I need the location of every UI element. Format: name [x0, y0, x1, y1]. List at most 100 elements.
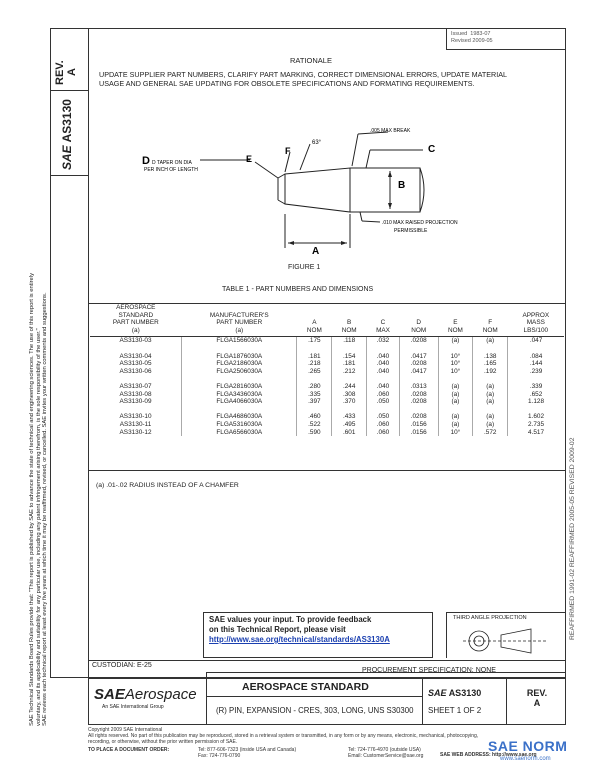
table-cell: FLGA2506030A [181, 367, 297, 376]
table-cell: .040 [366, 382, 400, 391]
table-cell: .239 [507, 367, 564, 376]
table-cell: 4.517 [507, 428, 564, 437]
feedback-link[interactable]: http://www.sae.org/technical/standards/A… [209, 635, 390, 644]
rationale-text: UPDATE SUPPLIER PART NUMBERS, CLARIFY PA… [99, 70, 507, 88]
table-cell: (a) [437, 398, 473, 406]
custodian: CUSTODIAN: E-25 [92, 662, 152, 669]
table-cell: .154 [331, 352, 367, 361]
table-cell [366, 405, 400, 414]
table-cell: .175 [296, 336, 332, 345]
svg-text:B: B [398, 180, 405, 191]
table-cell: FLGA1876030A [181, 352, 297, 361]
projection-box: THIRD ANGLE PROJECTION [446, 612, 566, 658]
table-cell [90, 406, 182, 414]
projection-symbol-icon [463, 628, 547, 654]
table-cell: (a) [472, 382, 508, 391]
table-cell: .040 [366, 352, 400, 361]
table-bottom-rule [88, 470, 566, 471]
table-cell: .308 [331, 390, 367, 399]
table-cell: .084 [507, 352, 564, 361]
figure-caption: FIGURE 1 [288, 264, 321, 271]
svg-text:.010 MAX RAISED PROJECTION: .010 MAX RAISED PROJECTION [382, 220, 458, 226]
table-cell: .218 [296, 360, 332, 368]
table-cell [472, 405, 508, 414]
table-cell: .0208 [398, 390, 439, 399]
table-cell: (a) [437, 413, 473, 421]
table-cell: .397 [296, 398, 332, 406]
table-header-cell: A NOM [296, 304, 332, 338]
table-cell [90, 375, 182, 383]
table-cell: .370 [331, 398, 367, 406]
title-rev: REV. A [526, 688, 548, 708]
table-cell: .280 [296, 382, 332, 391]
table-cell: (a) [437, 420, 473, 429]
table-row [90, 375, 564, 383]
table-cell [437, 405, 473, 414]
table-footnote: (a) .01-.02 RADIUS INSTEAD OF A CHAMFER [96, 482, 239, 489]
table-cell: .495 [331, 420, 367, 429]
table-cell [398, 344, 439, 353]
table-cell: .040 [366, 367, 400, 376]
table-cell: .0417 [398, 352, 439, 361]
table-cell: AS3130-07 [119, 382, 152, 390]
table-cell: FLGA5316030A [181, 420, 297, 429]
table-cell [398, 405, 439, 414]
table-cell [366, 344, 400, 353]
table-cell: .040 [366, 360, 400, 368]
table-cell: (a) [472, 336, 508, 345]
svg-text:F: F [285, 146, 291, 156]
table-cell: .118 [331, 336, 367, 345]
svg-text:PER INCH OF LENGTH: PER INCH OF LENGTH [144, 167, 198, 173]
table-header-cell: E NOM [438, 304, 473, 338]
table-cell: .050 [366, 413, 400, 421]
feedback-box: SAE values your input. To provide feedba… [203, 612, 433, 658]
table-cell: FLGA6566030A [181, 428, 297, 437]
table-cell: (a) [472, 413, 508, 421]
table-cell [472, 344, 508, 353]
sae-aerospace-logo: SAEAerospace An SAE International Group [94, 686, 197, 710]
svg-text:C: C [428, 144, 435, 155]
table-cell: .572 [472, 428, 508, 437]
title-doc-number: SAE AS3130 [428, 688, 482, 698]
table-cell: .0313 [398, 382, 439, 391]
table-cell [181, 375, 297, 383]
table-cell [398, 375, 439, 383]
svg-text:D TAPER ON DIA: D TAPER ON DIA [152, 160, 192, 166]
table-cell: 2.735 [507, 420, 564, 429]
sidebar-disclaimer: SAE Technical Standards Board Rules prov… [29, 273, 49, 726]
table-cell: .0156 [398, 428, 439, 437]
table-cell: (a) [437, 382, 473, 391]
table-header-cell: AEROSPACE STANDARD PART NUMBER (a) [90, 304, 182, 338]
table-cell: .0208 [398, 360, 439, 368]
table-cell [296, 375, 332, 383]
table-cell: .265 [296, 367, 332, 376]
svg-text:PERMISSIBLE: PERMISSIBLE [394, 228, 428, 234]
sidebar-doc-number: SAE AS3130 [60, 99, 74, 170]
table-cell [331, 344, 367, 353]
table-cell: FLGA2186030A [181, 360, 297, 368]
table-cell [437, 375, 473, 383]
table-cell: .0156 [398, 420, 439, 429]
table-cell: FLGA2816030A [181, 382, 297, 391]
table-cell: FLGA1566030A [181, 336, 297, 345]
table-cell: 10° [437, 352, 473, 361]
parts-table: AEROSPACE STANDARD PART NUMBER (a)MANUFA… [90, 304, 564, 437]
table-cell [296, 344, 332, 353]
standard-title: AEROSPACE STANDARD [242, 681, 369, 693]
table-header-cell: B NOM [331, 304, 367, 338]
table-cell [331, 405, 367, 414]
table-cell: .652 [507, 390, 564, 399]
reaffirmation-history: REAFFIRMED 1991-02 REAFFIRMED 2005-05 RE… [569, 437, 576, 640]
table-cell [507, 344, 564, 353]
table-cell [437, 344, 473, 353]
table-cell: .060 [366, 420, 400, 429]
table-header-cell: APPROX MASS LBS/100 [507, 304, 564, 338]
table-cell: .165 [472, 360, 508, 368]
